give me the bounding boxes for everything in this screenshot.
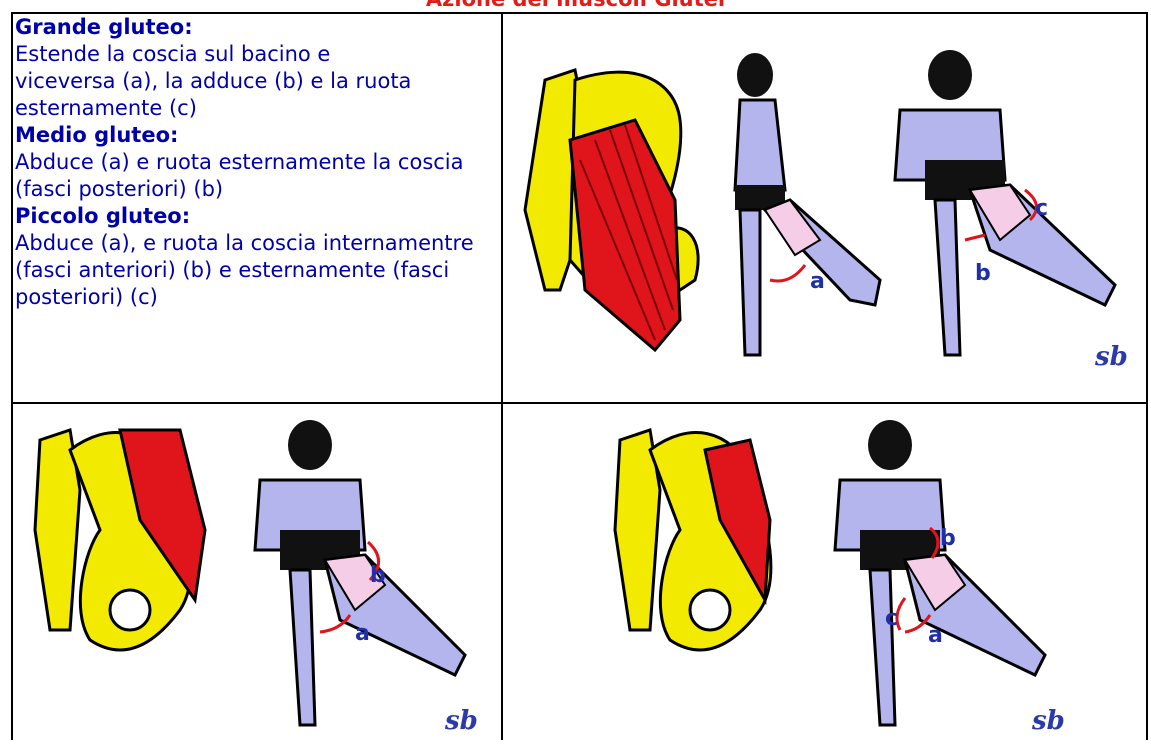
label-a: a: [928, 623, 943, 648]
label-b: b: [975, 261, 991, 286]
figure-rear-view-grande: c b: [870, 50, 1130, 370]
gluteus-maximus-illustration: [515, 60, 715, 360]
signature: sb: [1095, 342, 1128, 372]
signature: sb: [1032, 706, 1065, 736]
medio-gluteo-heading: Medio gluteo:: [15, 122, 495, 149]
label-a: a: [355, 621, 370, 646]
page-title: Azione dei muscoli Glutei: [0, 0, 1151, 11]
medio-gluteo-text: Abduce (a) e ruota esternamente la cosci…: [15, 149, 485, 203]
grande-gluteo-text: Estende la coscia sul bacino e viceversa…: [15, 41, 435, 122]
label-b: b: [940, 526, 956, 551]
label-b: b: [370, 563, 386, 588]
label-a: a: [810, 269, 825, 294]
piccolo-gluteo-heading: Piccolo gluteo:: [15, 203, 495, 230]
label-c: c: [1035, 196, 1048, 221]
label-c: c: [885, 606, 898, 631]
figure-rear-view-piccolo: b c a: [800, 420, 1060, 740]
gluteus-medius-illustration: [30, 410, 230, 670]
piccolo-gluteo-text: Abduce (a), e ruota la coscia internamen…: [15, 230, 485, 311]
figure-rear-view-medio: b a: [220, 420, 480, 740]
signature: sb: [445, 706, 478, 736]
muscle-descriptions: Grande gluteo: Estende la coscia sul bac…: [15, 14, 495, 311]
grande-gluteo-heading: Grande gluteo:: [15, 14, 495, 41]
gluteus-minimus-illustration: [610, 410, 810, 670]
